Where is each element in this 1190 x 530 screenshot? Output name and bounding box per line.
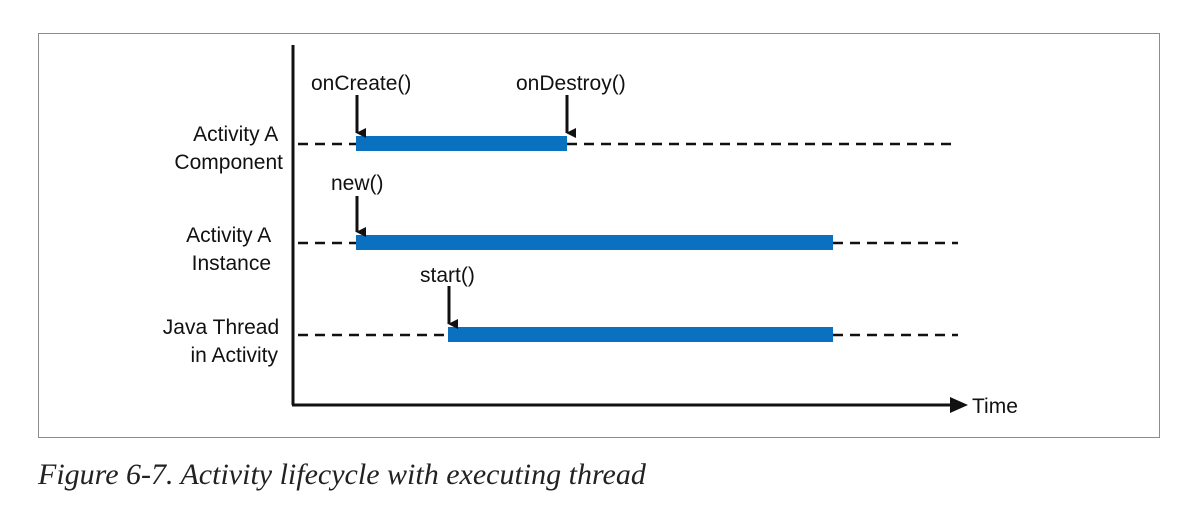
x-axis-label: Time	[972, 395, 1018, 418]
event-label-ondestroy: onDestroy()	[516, 72, 626, 95]
row-label-activity-component: Activity A Component	[174, 123, 283, 174]
row-label-activity-component-line2: Component	[174, 151, 283, 174]
row-label-activity-instance-line1: Activity A	[186, 224, 271, 247]
row-label-activity-instance-line2: Instance	[192, 252, 271, 275]
row-label-java-thread: Java Thread in Activity	[163, 316, 285, 367]
event-label-new: new()	[331, 172, 384, 195]
row-label-java-thread-line2: in Activity	[190, 344, 278, 367]
lifetime-bar-instance	[356, 235, 833, 250]
figure-caption: Figure 6-7. Activity lifecycle with exec…	[38, 458, 646, 491]
row-label-java-thread-line1: Java Thread	[163, 316, 279, 339]
row-label-activity-instance: Activity A Instance	[186, 224, 276, 275]
lifetime-bar-component	[356, 136, 567, 151]
event-label-oncreate: onCreate()	[311, 72, 411, 95]
row-label-activity-component-line1: Activity A	[193, 123, 278, 146]
x-axis-arrowhead	[950, 397, 968, 413]
event-label-start: start()	[420, 264, 475, 287]
lifetime-bar-thread	[448, 327, 833, 342]
